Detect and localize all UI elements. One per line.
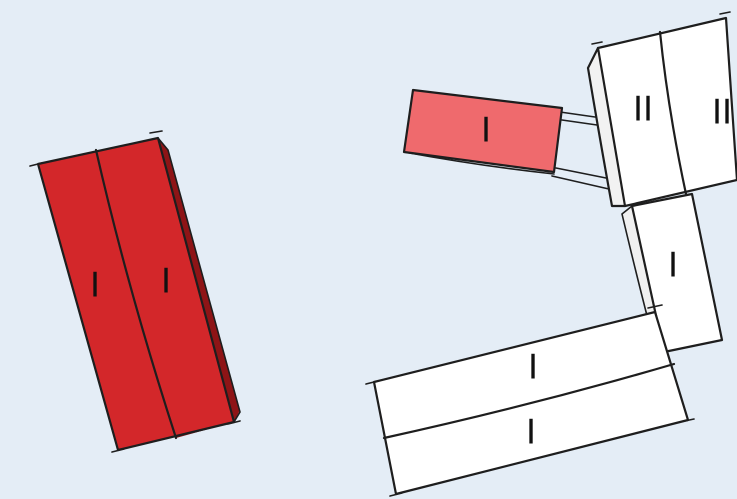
- dark-red-block-side-edge: [157, 137, 241, 423]
- white-bottom-block: I I: [365, 304, 695, 497]
- dark-red-block-label-1: I: [90, 266, 100, 306]
- white-bottom-block-label-1: I: [528, 348, 538, 388]
- light-red-block-label: I: [481, 111, 491, 151]
- connector-line: [559, 111, 603, 119]
- light-red-block-outline: [402, 88, 564, 174]
- white-bottom-block-divider: [382, 362, 676, 440]
- dark-red-block: I I: [29, 130, 241, 453]
- white-bottom-block-label-2: I: [526, 413, 536, 453]
- white-middle-block-outline: [630, 192, 724, 354]
- white-middle-block-label: I: [668, 246, 678, 286]
- white-top-block-side-edge: [586, 46, 627, 208]
- white-top-block-face: [598, 18, 737, 206]
- white-top-block-side-face: [588, 48, 625, 206]
- light-red-block-face: [404, 90, 562, 172]
- dark-red-block-label-2: I: [161, 262, 171, 302]
- white-bottom-block-corner-ticks: [365, 304, 695, 497]
- white-top-block-label-2: II: [712, 93, 732, 133]
- white-top-block: II II: [586, 11, 737, 208]
- white-top-block-corner-ticks: [591, 11, 731, 45]
- dark-red-block-corner-ticks: [29, 130, 241, 453]
- light-red-block-bottom-edge: [403, 151, 555, 175]
- white-top-block-divider: [658, 30, 688, 196]
- white-top-block-outline: [596, 16, 737, 208]
- white-top-block-label-1: II: [633, 90, 653, 130]
- dark-red-block-divider: [94, 148, 178, 440]
- light-red-block: I: [402, 88, 564, 175]
- dark-red-block-front-face: [38, 138, 234, 450]
